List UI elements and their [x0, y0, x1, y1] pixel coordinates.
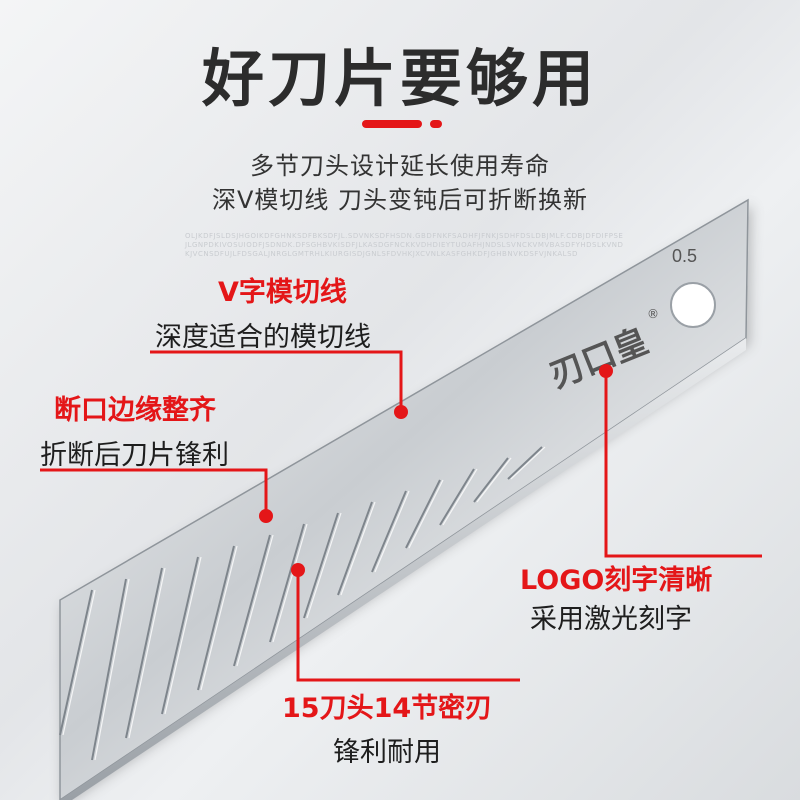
blade-hole — [670, 282, 716, 328]
thickness-label: 0.5 — [672, 246, 697, 266]
callout-dot-v-groove — [394, 405, 408, 419]
callout-title-logo: LOGO刻字清晰 — [520, 565, 713, 596]
segment-lines — [59, 446, 543, 761]
callout-title-v-groove: V字模切线 — [218, 277, 347, 308]
blade-body — [59, 198, 749, 800]
callout-dot-segments — [291, 563, 305, 577]
callout-desc-segments: 锋利耐用 — [333, 737, 441, 768]
callout-desc-logo: 采用激光刻字 — [530, 604, 692, 635]
faint-background-text: OLJKDFJSLDSJHGOIKDFGHNKSDFBKSDFJL.SDVNKS… — [185, 232, 624, 258]
callout-desc-v-groove: 深度适合的模切线 — [155, 322, 371, 353]
callout-lines — [40, 350, 762, 682]
accent-bar-dot — [430, 120, 442, 128]
subtitle-line-2: 深V模切线 刀头变钝后可折断换新 — [211, 186, 589, 214]
blade-cutting-edge — [60, 338, 746, 800]
callout-desc-break-edge: 折断后刀片锋利 — [40, 440, 229, 471]
headline: 好刀片要够用 — [201, 42, 598, 115]
callout-dot-logo — [599, 364, 613, 378]
callout-dot-break-edge — [259, 509, 273, 523]
callout-title-segments: 15刀头14节密刃 — [282, 693, 493, 724]
accent-bar-long — [362, 120, 422, 128]
registered-mark: ® — [647, 307, 659, 321]
subtitle-line-1: 多节刀头设计延长使用寿命 — [250, 152, 550, 180]
callout-title-break-edge: 断口边缘整齐 — [54, 395, 216, 426]
